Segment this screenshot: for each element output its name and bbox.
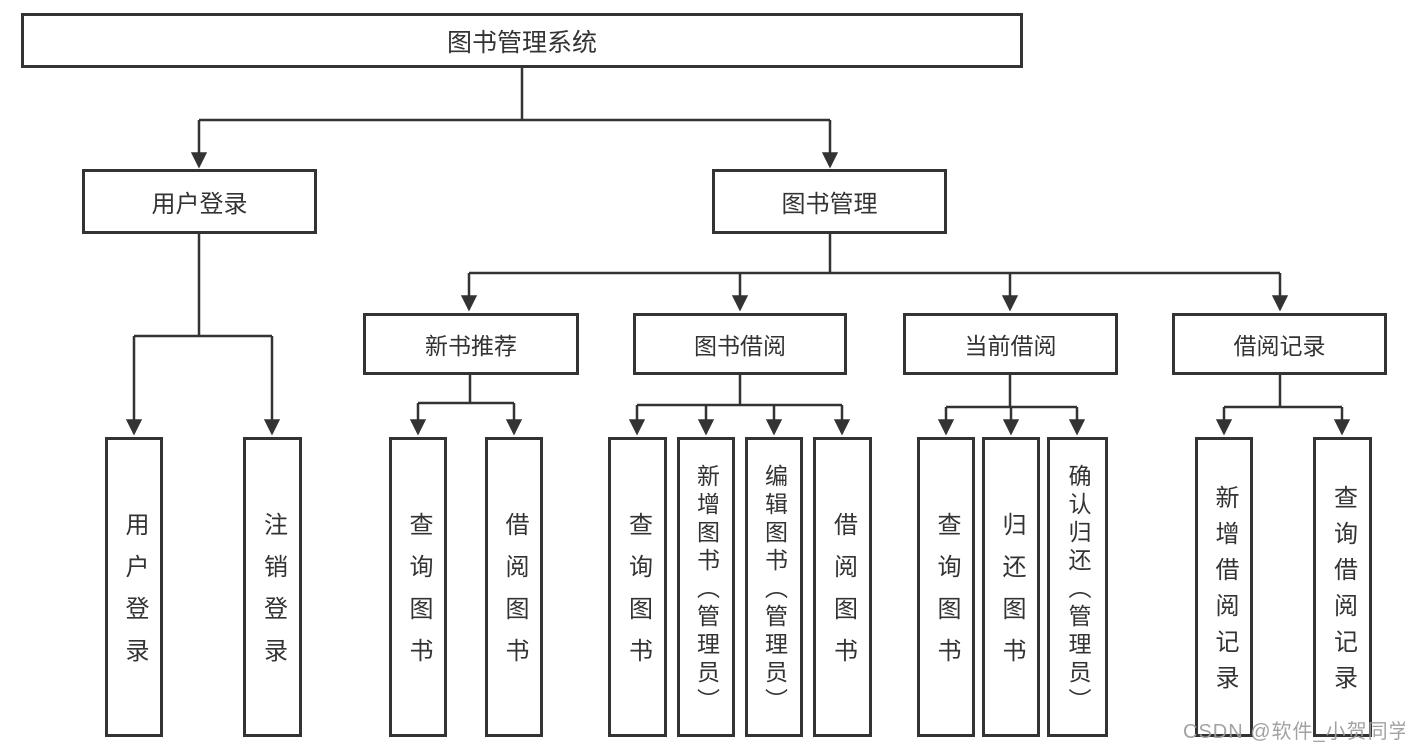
leaf-label: 查询图书 (933, 512, 960, 680)
node-user-login: 用户登录 (82, 169, 317, 234)
leaf-label: 注销登录 (259, 512, 287, 680)
leaf-label: 借阅图书 (829, 512, 857, 680)
leaf-query-borrowing-record: 查询借阅记录 (1313, 437, 1372, 737)
leaf-confirm-return-admin: 确认归还（管理员） (1047, 437, 1108, 737)
csdn-watermark: CSDN @软件_小贺同学 (1183, 721, 1405, 743)
leaf-query-books-borrowing: 查询图书 (608, 437, 667, 737)
node-label: 用户登录 (151, 191, 248, 218)
leaf-query-books-recommend: 查询图书 (389, 437, 447, 737)
leaf-return-books: 归还图书 (982, 437, 1040, 737)
node-label: 图书借阅 (694, 333, 786, 359)
leaf-label: 新增借阅记录 (1211, 485, 1238, 701)
node-label: 图书管理系统 (446, 28, 597, 57)
node-new-book-recommendation: 新书推荐 (363, 313, 579, 375)
leaf-label: 查询借阅记录 (1329, 485, 1357, 701)
leaf-user-login: 用户登录 (105, 437, 163, 737)
node-label: 图书管理 (781, 191, 878, 218)
leaf-query-books-current: 查询图书 (917, 437, 975, 737)
leaf-label: 新增图书（管理员） (693, 463, 720, 716)
leaf-label: 查询图书 (405, 512, 432, 680)
node-root-library-management-system: 图书管理系统 (21, 13, 1023, 68)
leaf-label: 查询图书 (624, 512, 652, 680)
leaf-edit-books-admin: 编辑图书（管理员） (745, 437, 803, 737)
leaf-borrow-books-borrowing: 借阅图书 (813, 437, 872, 737)
leaf-label: 确认归还（管理员） (1065, 463, 1091, 716)
leaf-label: 编辑图书（管理员） (761, 463, 788, 716)
node-book-borrowing: 图书借阅 (633, 313, 847, 375)
leaf-label: 归还图书 (998, 512, 1025, 680)
leaf-label: 借阅图书 (501, 512, 528, 680)
leaf-add-borrowing-record: 新增借阅记录 (1195, 437, 1253, 737)
node-borrowing-records: 借阅记录 (1172, 313, 1387, 375)
leaf-add-books-admin: 新增图书（管理员） (677, 437, 735, 737)
node-current-borrowing: 当前借阅 (903, 313, 1118, 375)
node-label: 当前借阅 (964, 333, 1057, 359)
node-book-management: 图书管理 (712, 169, 947, 234)
node-label: 新书推荐 (425, 333, 517, 359)
leaf-borrow-books-recommend: 借阅图书 (485, 437, 543, 737)
node-label: 借阅记录 (1233, 333, 1326, 359)
leaf-label: 用户登录 (121, 512, 148, 680)
leaf-logout: 注销登录 (243, 437, 302, 737)
